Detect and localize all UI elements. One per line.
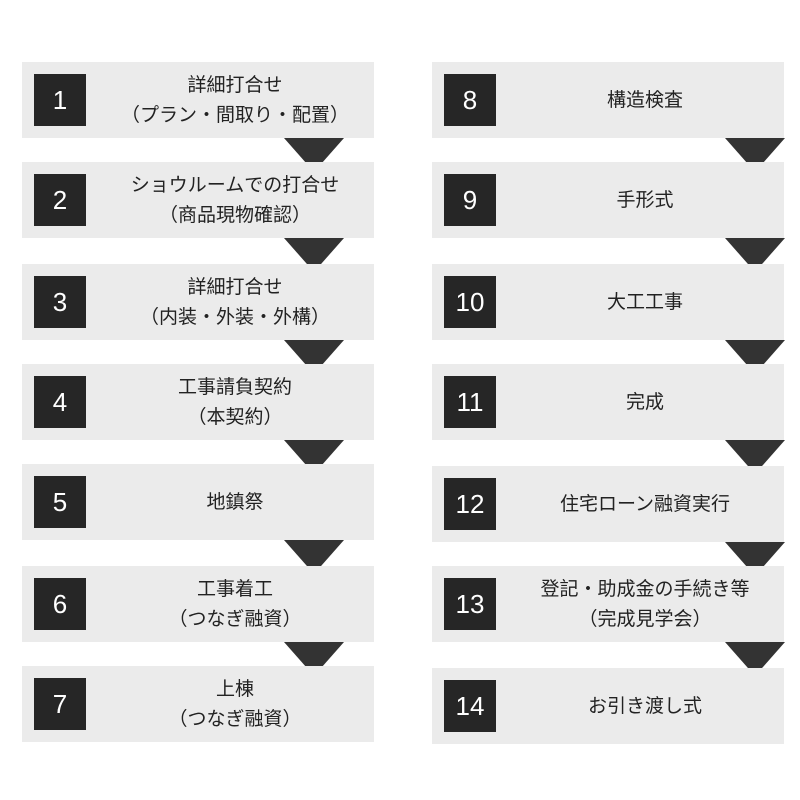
step-text: ショウルームでの打合せ （商品現物確認） bbox=[100, 162, 370, 238]
step-title: ショウルームでの打合せ bbox=[130, 174, 340, 196]
step-9: 9 手形式 bbox=[432, 162, 784, 238]
step-number-badge: 11 bbox=[444, 376, 496, 428]
step-number-badge: 2 bbox=[34, 174, 86, 226]
step-13: 13 登記・助成金の手続き等 （完成見学会） bbox=[432, 566, 784, 642]
step-subtitle: （内装・外装・外構） bbox=[139, 306, 330, 328]
step-number-badge: 1 bbox=[34, 74, 86, 126]
step-title: 手形式 bbox=[616, 189, 674, 211]
step-title: 大工工事 bbox=[606, 291, 683, 313]
step-title: 上棟 bbox=[215, 678, 254, 700]
step-11: 11 完成 bbox=[432, 364, 784, 440]
step-number-badge: 6 bbox=[34, 578, 86, 630]
step-subtitle: （プラン・間取り・配置） bbox=[120, 104, 349, 126]
step-subtitle: （完成見学会） bbox=[578, 608, 712, 630]
step-text: 詳細打合せ （内装・外装・外構） bbox=[100, 264, 370, 340]
step-10: 10 大工工事 bbox=[432, 264, 784, 340]
step-number-badge: 5 bbox=[34, 476, 86, 528]
step-5: 5 地鎮祭 bbox=[22, 464, 374, 540]
step-title: 工事着工 bbox=[196, 578, 273, 600]
step-title: 構造検査 bbox=[606, 89, 683, 111]
step-title: 詳細打合せ bbox=[187, 74, 283, 96]
step-title: 詳細打合せ bbox=[187, 276, 283, 298]
step-14: 14 お引き渡し式 bbox=[432, 668, 784, 744]
step-title: 住宅ローン融資実行 bbox=[559, 493, 731, 515]
step-2: 2 ショウルームでの打合せ （商品現物確認） bbox=[22, 162, 374, 238]
step-text: 登記・助成金の手続き等 （完成見学会） bbox=[510, 566, 780, 642]
step-text: 工事請負契約 （本契約） bbox=[100, 364, 370, 440]
step-text: 工事着工 （つなぎ融資） bbox=[100, 566, 370, 642]
step-number-badge: 9 bbox=[444, 174, 496, 226]
step-number-badge: 12 bbox=[444, 478, 496, 530]
step-number-badge: 4 bbox=[34, 376, 86, 428]
step-subtitle: （商品現物確認） bbox=[158, 204, 311, 226]
step-3: 3 詳細打合せ （内装・外装・外構） bbox=[22, 264, 374, 340]
step-text: 完成 bbox=[510, 364, 780, 440]
step-text: 上棟 （つなぎ融資） bbox=[100, 666, 370, 742]
step-text: 手形式 bbox=[510, 162, 780, 238]
step-subtitle: （本契約） bbox=[187, 406, 283, 428]
step-7: 7 上棟 （つなぎ融資） bbox=[22, 666, 374, 742]
step-4: 4 工事請負契約 （本契約） bbox=[22, 364, 374, 440]
step-subtitle: （つなぎ融資） bbox=[168, 708, 302, 730]
step-8: 8 構造検査 bbox=[432, 62, 784, 138]
step-6: 6 工事着工 （つなぎ融資） bbox=[22, 566, 374, 642]
step-number-badge: 7 bbox=[34, 678, 86, 730]
step-text: 詳細打合せ （プラン・間取り・配置） bbox=[100, 62, 370, 138]
step-text: 大工工事 bbox=[510, 264, 780, 340]
step-number-badge: 8 bbox=[444, 74, 496, 126]
step-subtitle: （つなぎ融資） bbox=[168, 608, 302, 630]
step-text: 構造検査 bbox=[510, 62, 780, 138]
step-title: 登記・助成金の手続き等 bbox=[540, 578, 750, 600]
step-title: 完成 bbox=[625, 391, 664, 413]
step-title: 地鎮祭 bbox=[206, 491, 264, 513]
step-1: 1 詳細打合せ （プラン・間取り・配置） bbox=[22, 62, 374, 138]
step-text: お引き渡し式 bbox=[510, 668, 780, 744]
step-text: 地鎮祭 bbox=[100, 464, 370, 540]
step-number-badge: 14 bbox=[444, 680, 496, 732]
step-text: 住宅ローン融資実行 bbox=[510, 466, 780, 542]
step-number-badge: 10 bbox=[444, 276, 496, 328]
step-title: 工事請負契約 bbox=[177, 376, 292, 398]
step-12: 12 住宅ローン融資実行 bbox=[432, 466, 784, 542]
step-number-badge: 13 bbox=[444, 578, 496, 630]
step-number-badge: 3 bbox=[34, 276, 86, 328]
step-title: お引き渡し式 bbox=[587, 695, 702, 717]
